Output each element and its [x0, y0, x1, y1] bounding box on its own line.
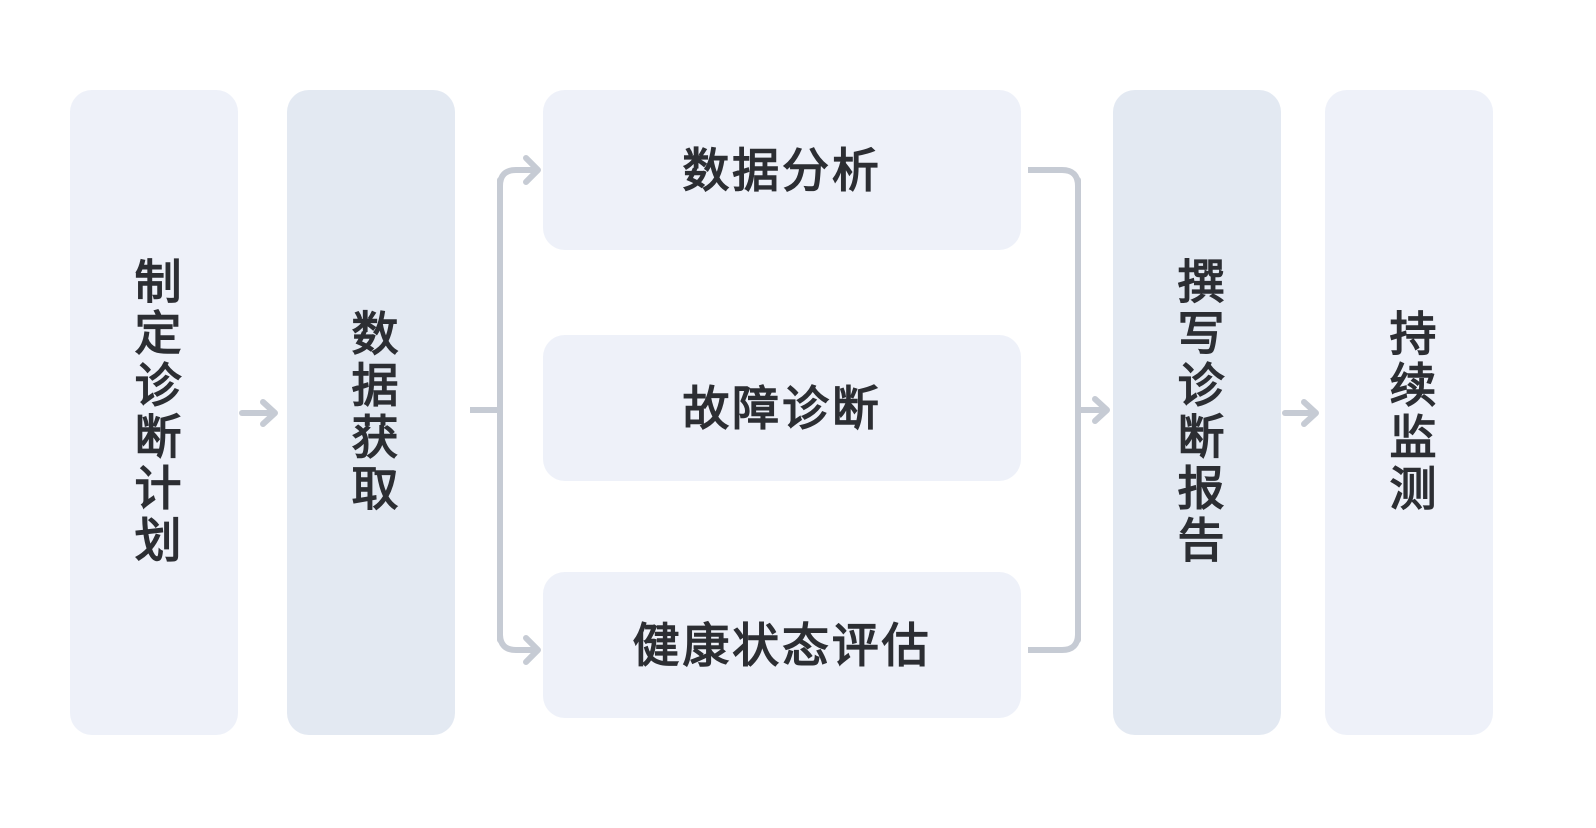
node-write-report-label: 撰写诊断报告: [1170, 257, 1224, 568]
node-branch-data-analysis[interactable]: 数据分析: [543, 90, 1021, 250]
node-data-acquisition-label: 数据获取: [344, 309, 398, 516]
connector-merge-bracket: [1025, 140, 1120, 680]
node-branch-health-assessment[interactable]: 健康状态评估: [543, 572, 1021, 718]
node-branch-health-assessment-label: 健康状态评估: [632, 618, 932, 672]
node-continuous-monitoring[interactable]: 持续监测: [1325, 90, 1493, 735]
connector-plan-to-acq: [238, 383, 288, 443]
node-branch-fault-diagnosis[interactable]: 故障诊断: [543, 335, 1021, 481]
node-write-report[interactable]: 撰写诊断报告: [1113, 90, 1281, 735]
connector-split-bracket: [467, 140, 550, 680]
connector-report-to-monitor: [1281, 383, 1329, 443]
node-plan-label: 制定诊断计划: [127, 257, 181, 568]
node-plan[interactable]: 制定诊断计划: [70, 90, 238, 735]
node-data-acquisition[interactable]: 数据获取: [287, 90, 455, 735]
node-branch-data-analysis-label: 数据分析: [682, 143, 882, 197]
node-branch-fault-diagnosis-label: 故障诊断: [682, 381, 882, 435]
node-continuous-monitoring-label: 持续监测: [1382, 309, 1436, 516]
